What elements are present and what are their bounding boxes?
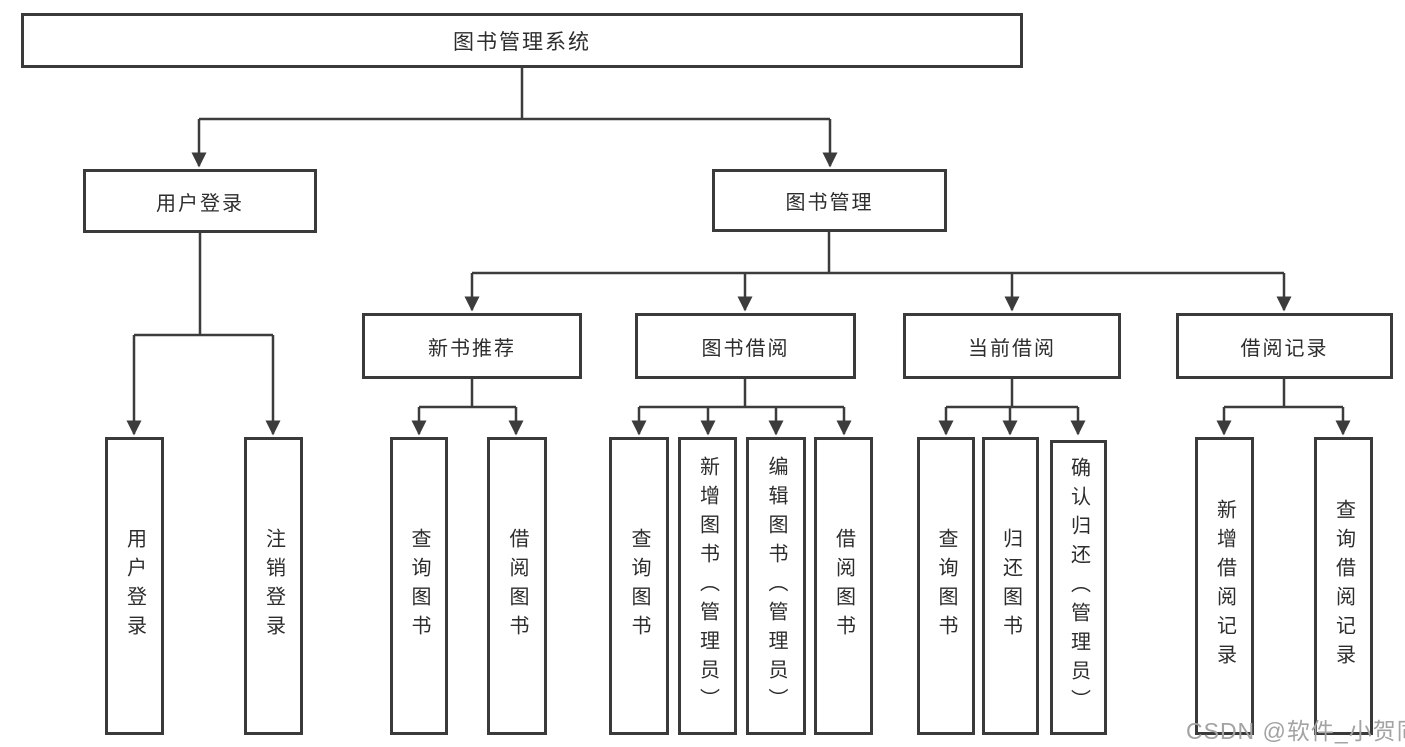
leaf-return-books-label: 归还图书 (999, 528, 1022, 644)
leaf-query-books-borrow-label: 查询图书 (628, 528, 650, 644)
connector-current-split (946, 379, 1078, 409)
leaf-edit-books-admin-label: 编辑图书（管理员） (765, 455, 787, 717)
connector-root-split (199, 68, 830, 121)
connector-user-login-split (134, 233, 273, 337)
leaf-confirm-return-admin: 确认归还（管理员） (1050, 440, 1107, 735)
node-user-login: 用户登录 (83, 169, 317, 233)
csdn-watermark: CSDN @软件_小贺同学 (1186, 718, 1405, 744)
leaf-add-books-admin-label: 新增图书（管理员） (696, 455, 719, 717)
node-current-borrowing: 当前借阅 (903, 313, 1121, 379)
leaf-query-borrow-record: 查询借阅记录 (1314, 437, 1373, 735)
leaf-query-books-current: 查询图书 (917, 437, 975, 735)
node-book-management-system: 图书管理系统 (21, 13, 1023, 68)
node-borrowing-records: 借阅记录 (1176, 313, 1393, 379)
node-book-management: 图书管理 (712, 169, 947, 232)
leaf-query-borrow-record-label: 查询借阅记录 (1332, 499, 1355, 673)
leaf-edit-books-admin: 编辑图书（管理员） (746, 437, 806, 735)
leaf-borrow-books-recommend: 借阅图书 (487, 437, 547, 735)
connector-book-management-split (472, 232, 1284, 275)
leaf-query-books-recommend: 查询图书 (390, 437, 448, 735)
leaf-add-borrow-record-label: 新增借阅记录 (1213, 499, 1236, 673)
connector-records-split (1224, 379, 1343, 409)
leaf-query-books-recommend-label: 查询图书 (408, 528, 430, 644)
leaf-borrow-books: 借阅图书 (814, 437, 873, 735)
leaf-logout: 注销登录 (244, 437, 303, 735)
leaf-return-books: 归还图书 (982, 437, 1039, 735)
leaf-user-login: 用户登录 (105, 437, 164, 735)
leaf-borrow-books-recommend-label: 借阅图书 (506, 528, 528, 644)
leaf-borrow-books-label: 借阅图书 (832, 528, 855, 644)
node-book-borrowing: 图书借阅 (635, 313, 856, 379)
node-new-book-recommendation: 新书推荐 (362, 313, 582, 379)
leaf-logout-label: 注销登录 (262, 528, 285, 644)
connector-borrowing-split (639, 379, 844, 409)
connector-recommend-split (419, 379, 516, 409)
leaf-user-login-label: 用户登录 (123, 528, 146, 644)
leaf-query-books-current-label: 查询图书 (935, 528, 957, 644)
leaf-query-books-borrow: 查询图书 (609, 437, 669, 735)
leaf-add-books-admin: 新增图书（管理员） (678, 437, 737, 735)
leaf-add-borrow-record: 新增借阅记录 (1195, 437, 1254, 735)
leaf-confirm-return-admin-label: 确认归还（管理员） (1067, 457, 1090, 718)
